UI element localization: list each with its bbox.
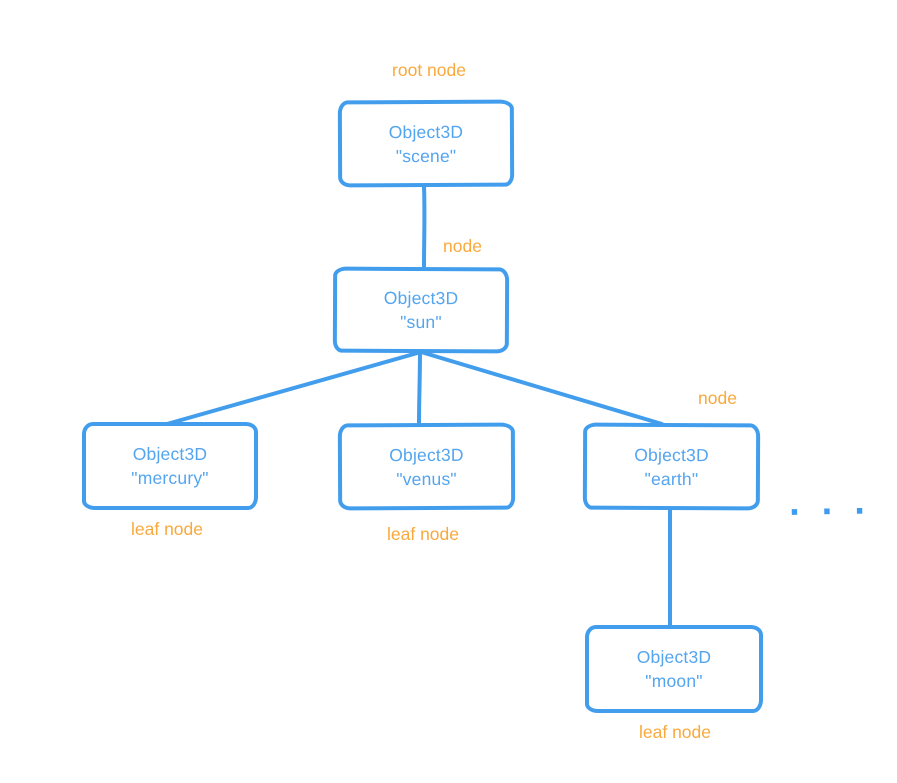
node-earth: Object3D "earth"	[582, 422, 761, 511]
node-moon: Object3D "moon"	[585, 625, 763, 713]
node-sun-type: Object3D	[383, 287, 459, 309]
annotation-root-node: root node	[392, 60, 466, 80]
annotation-mercury-leaf-node: leaf node	[130, 519, 204, 539]
node-scene: Object3D "scene"	[337, 99, 515, 188]
annotation-moon-leaf-node: leaf node	[638, 722, 712, 742]
connector-sun-earth	[419, 350, 664, 426]
node-scene-type: Object3D	[388, 121, 464, 142]
node-sun-name: "sun"	[400, 311, 442, 333]
node-mercury: Object3D "mercury"	[82, 422, 258, 510]
node-mercury-type: Object3D	[132, 444, 208, 464]
node-scene-name: "scene"	[395, 145, 457, 166]
node-earth-name: "earth"	[644, 468, 699, 489]
annotation-venus-leaf-node: leaf node	[386, 524, 460, 544]
node-venus: Object3D "venus"	[337, 422, 516, 511]
node-mercury-name: "mercury"	[131, 468, 209, 488]
annotation-sun-node: node	[443, 236, 482, 256]
connector-sun-mercury	[165, 350, 423, 426]
node-venus-type: Object3D	[389, 444, 464, 465]
node-moon-type: Object3D	[636, 647, 712, 667]
connector-sun-venus	[417, 350, 422, 426]
annotation-earth-node: node	[698, 388, 737, 408]
node-earth-type: Object3D	[634, 444, 709, 465]
node-moon-name: "moon"	[645, 671, 703, 691]
node-venus-name: "venus"	[396, 468, 457, 489]
ellipsis-more-nodes: ...	[788, 480, 888, 524]
node-sun: Object3D "sun"	[332, 266, 510, 354]
